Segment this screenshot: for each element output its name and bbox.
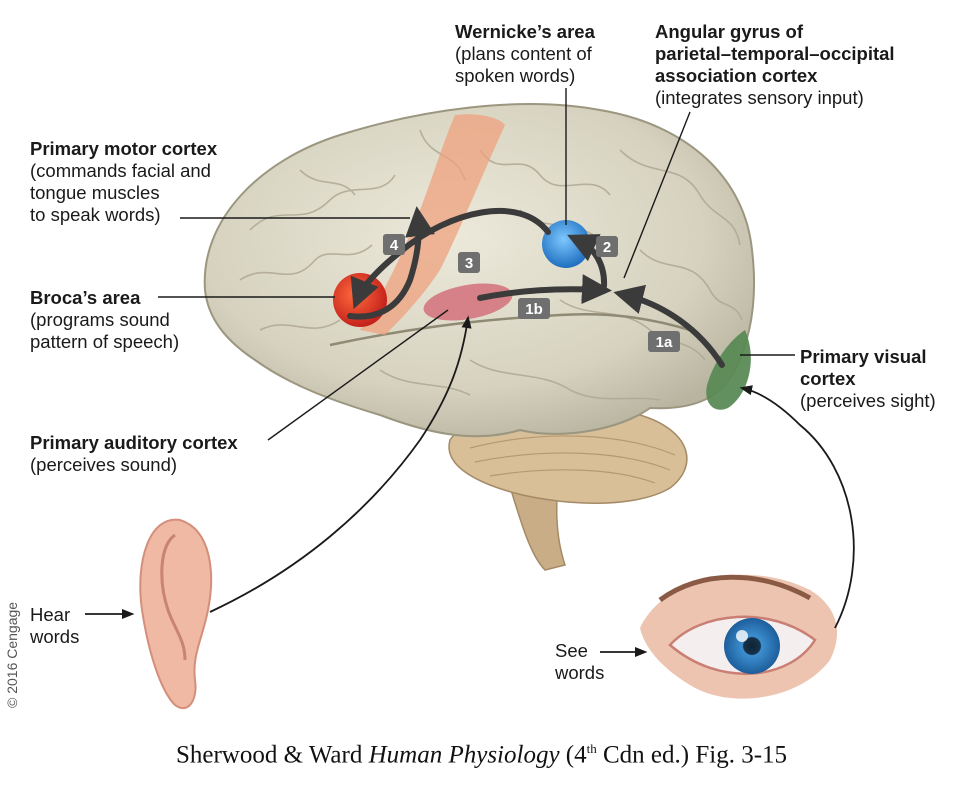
pointer-arrows [85,608,648,658]
brain-gyri [239,129,743,401]
wernicke-desc-2: spoken words) [455,65,576,86]
wernicke-label: Wernicke’s area (plans content of spoken… [455,21,595,87]
angular-title-1: Angular gyrus of [655,21,804,42]
caption-post: Cdn ed.) Fig. 3-15 [596,741,788,769]
ear-inner-fold [160,533,187,661]
visual-cortex-label: Primary visual cortex (perceives sight) [800,346,936,412]
motor-title: Primary motor cortex [30,138,218,159]
auditory-desc-1: (perceives sound) [30,454,178,475]
motor-desc-3: to speak words) [30,204,161,225]
arrow-1a [613,284,725,368]
auditory-cortex-label: Primary auditory cortex (perceives sound… [30,432,238,476]
sight-pathway-arrow [739,385,855,629]
step-badge-4-label: 4 [390,237,399,254]
broca-desc-2: pattern of speech) [30,331,180,352]
arrow-4 [347,206,435,320]
visual-title-2: cortex [800,368,856,389]
step-badge-3: 3 [458,252,480,273]
wernicke-title: Wernicke’s area [455,21,595,42]
ear [139,518,213,710]
step-badge-1a: 1a [648,331,680,352]
eye [640,574,838,699]
step-badge-1b-label: 1b [525,301,543,318]
see-words-label: See words [555,640,604,684]
step-badge-1b: 1b [518,298,550,319]
visual-title-1: Primary visual [800,346,927,367]
visual-desc-1: (perceives sight) [800,390,936,411]
broca-desc-1: (programs sound [30,309,170,330]
leader-lines [158,88,795,441]
motor-cortex-label: Primary motor cortex (commands facial an… [30,138,217,226]
copyright-notice: © 2016 Cengage [4,601,20,708]
angular-title-3: association cortex [655,65,818,86]
caption-sup: th [586,741,597,756]
hear-line-2: words [30,626,80,647]
arrow-2 [567,234,608,289]
caption-mid: (4 [559,741,587,769]
pathway-arrows [347,206,725,368]
motor-desc-1: (commands facial and [30,160,211,181]
leader-angular [623,111,691,279]
angular-gyrus-label: Angular gyrus of parietal–temporal–occip… [655,21,895,109]
step-badge-3-label: 3 [465,255,473,272]
wernicke-desc-1: (plans content of [455,43,592,64]
broca-label: Broca’s area (programs sound pattern of … [30,287,179,353]
step-badge-2-label: 2 [603,239,611,256]
step-badge-1a-label: 1a [656,334,673,351]
step-badge-4: 4 [383,234,405,255]
hear-words-label: Hear words [30,604,79,648]
angular-title-2: parietal–temporal–occipital [655,43,895,64]
caption-book-title: Human Physiology [368,741,560,769]
hear-line-1: Hear [30,604,71,625]
broca-title: Broca’s area [30,287,141,308]
see-line-1: See [555,640,588,661]
arrow-1b [477,274,612,305]
step-badge-2: 2 [596,236,618,257]
hearing-pathway-arrow [209,315,472,613]
caption-pre: Sherwood & Ward [175,741,369,769]
motor-desc-2: tongue muscles [30,182,160,203]
leader-auditory [267,309,449,441]
auditory-title: Primary auditory cortex [30,432,238,453]
figure-caption: Sherwood & Ward Human Physiology (4th Cd… [0,741,963,769]
see-line-2: words [555,662,605,683]
cerebellum-folds [469,435,676,484]
angular-desc-1: (integrates sensory input) [655,87,864,108]
